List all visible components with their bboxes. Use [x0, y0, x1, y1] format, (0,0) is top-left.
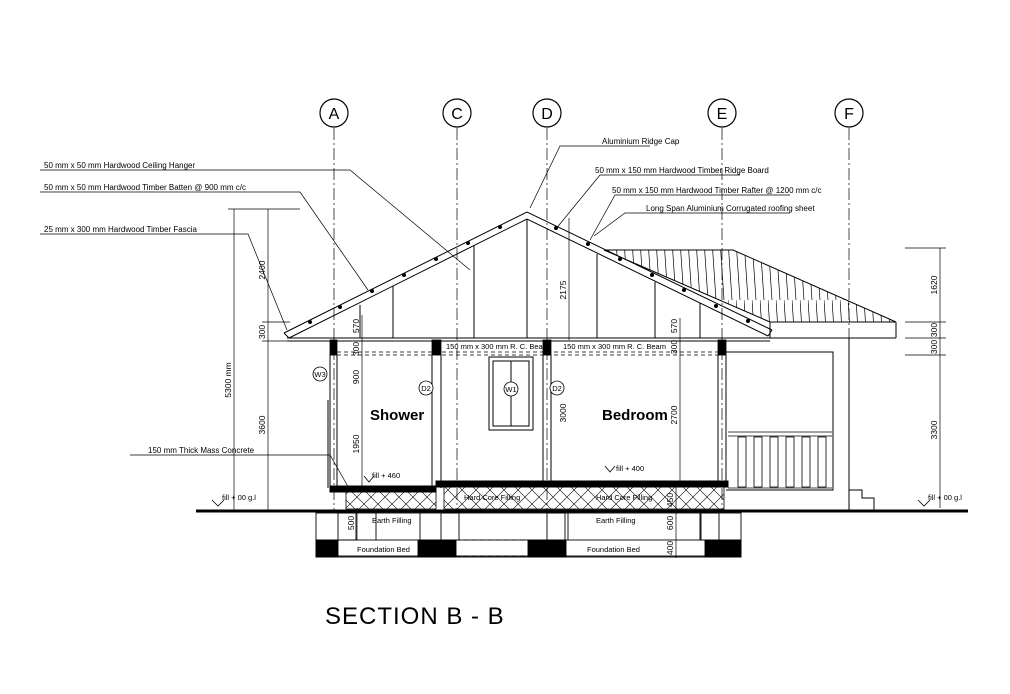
dim-300-left: 300	[257, 325, 267, 339]
grid-label-c: C	[451, 106, 463, 123]
grid-bubbles	[319, 98, 864, 128]
dim-570-a: 570	[351, 319, 361, 333]
dim-300-a: 300	[351, 342, 361, 356]
grid-label-e: E	[717, 106, 728, 123]
dim-3000: 3000	[558, 403, 568, 422]
tag-d2-right: D2	[552, 384, 562, 393]
dim-2700: 2700	[669, 405, 679, 424]
note-mass-concrete: 150 mm Thick Mass Concrete	[148, 446, 255, 455]
beam-label-right: 150 mm x 300 mm R. C. Beam	[563, 342, 666, 351]
label-hardcore-1: Hard Core Filling	[464, 493, 520, 502]
level-floor-mid: fill + 400	[616, 464, 644, 473]
grid-label-f: F	[844, 106, 854, 123]
note-timber-rafter: 50 mm x 150 mm Hardwood Timber Rafter @ …	[612, 186, 822, 195]
note-ridge-cap: Aluminium Ridge Cap	[602, 137, 680, 146]
dim-600: 600	[665, 516, 675, 530]
dim-570-e: 570	[669, 319, 679, 333]
label-earth-2: Earth Filling	[596, 516, 636, 525]
dim-900: 900	[351, 370, 361, 384]
label-foundation-2: Foundation Bed	[587, 545, 640, 554]
tag-w1: W1	[505, 385, 516, 394]
tag-w3: W3	[314, 370, 325, 379]
leader-lines	[40, 145, 790, 491]
note-ceiling-hanger: 50 mm x 50 mm Hardwood Ceiling Hanger	[44, 161, 196, 170]
label-earth-1: Earth Filling	[372, 516, 412, 525]
room-bedroom: Bedroom	[602, 407, 668, 424]
label-hardcore-2: Hard Core Filling	[596, 493, 652, 502]
dim-overall: 5300 mm	[223, 362, 233, 397]
dim-1950: 1950	[351, 434, 361, 453]
dim-2175: 2175	[558, 280, 568, 299]
room-shower: Shower	[370, 407, 424, 424]
note-timber-batten: 50 mm x 50 mm Hardwood Timber Batten @ 9…	[44, 183, 246, 192]
label-foundation-1: Foundation Bed	[357, 545, 410, 554]
dim-300-r1: 300	[929, 323, 939, 337]
dim-500: 500	[346, 516, 356, 530]
grid-label-a: A	[329, 106, 340, 123]
hardcore-filling	[345, 486, 725, 510]
tag-d2-left: D2	[421, 384, 431, 393]
dim-1620: 1620	[929, 275, 939, 294]
foundations	[315, 512, 742, 558]
note-ridge-board: 50 mm x 150 mm Hardwood Timber Ridge Boa…	[595, 166, 769, 175]
dimension-lines	[228, 208, 946, 558]
note-timber-fascia: 25 mm x 300 mm Hardwood Timber Fascia	[44, 225, 197, 234]
ring-beam	[329, 339, 727, 356]
section-title: SECTION B - B	[325, 603, 505, 630]
level-ground-right: fill + 00 g.l	[928, 493, 962, 502]
level-floor-left: fill + 460	[372, 471, 400, 480]
grid-label-d: D	[541, 106, 553, 123]
rear-hip-roof	[603, 249, 897, 339]
dim-300-r2: 300	[929, 340, 939, 354]
level-markers	[211, 465, 931, 507]
beam-label-left: 150 mm x 300 mm R. C. Beam	[446, 342, 549, 351]
main-roof	[283, 211, 773, 342]
dim-400: 400	[665, 541, 675, 555]
dim-3600: 3600	[257, 415, 267, 434]
dim-2400: 2400	[257, 260, 267, 279]
dim-300-e: 300	[669, 340, 679, 354]
level-ground-left: fill + 00 g.l	[222, 493, 256, 502]
dim-450: 450	[665, 493, 675, 507]
note-roofing-sheet: Long Span Aluminium Corrugated roofing s…	[646, 204, 815, 213]
walls	[327, 338, 875, 510]
veranda-railing	[728, 431, 832, 489]
dim-3300: 3300	[929, 420, 939, 439]
